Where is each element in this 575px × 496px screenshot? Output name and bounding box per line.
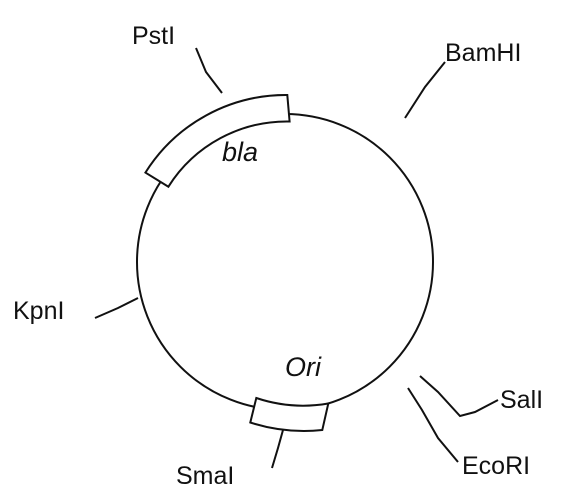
sali-leader-line (419, 375, 499, 418)
ecori-site-label: EcoRI (462, 452, 530, 480)
bamhi-site-label: BamHI (445, 39, 521, 67)
bla-gene-label: bla (222, 137, 258, 167)
sali-site-label: SalI (500, 386, 543, 414)
ori-region (249, 396, 330, 432)
bamhi-leader-line (404, 61, 446, 119)
kpni-site-label: KpnI (13, 297, 64, 325)
smai-site-label: SmaI (176, 462, 234, 490)
smai-leader-line (271, 429, 284, 469)
kpni-leader-line (94, 297, 139, 319)
psti-site-label: PstI (132, 22, 175, 50)
bla-gene-region (144, 93, 291, 189)
ecori-leader-line (407, 387, 459, 463)
psti-leader-line (195, 47, 223, 94)
ori-label: Ori (285, 352, 322, 382)
